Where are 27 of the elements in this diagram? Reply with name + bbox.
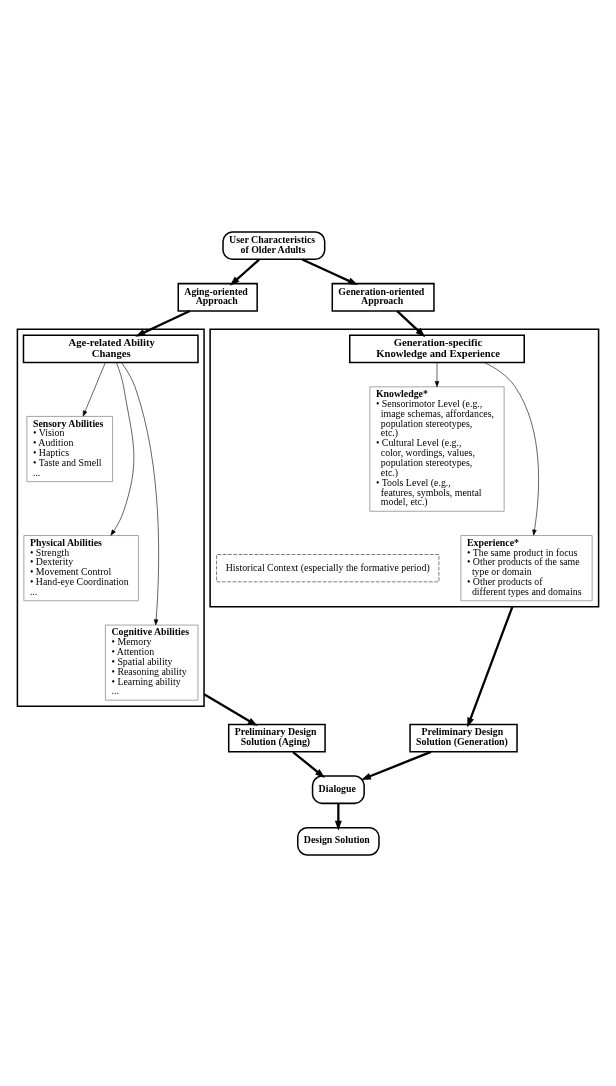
node-box: Preliminary Design Solution (Generation) xyxy=(409,723,518,753)
arrow xyxy=(121,361,159,625)
node-box: Cognitive Abilities • Memory • Attention • Spatial ability • Reasoning ability • Learning ability ... xyxy=(105,624,199,701)
arrow xyxy=(135,309,191,337)
arrow xyxy=(396,309,426,337)
arrow xyxy=(292,750,325,778)
arrow xyxy=(361,750,432,780)
label: Historical Context (especially the formative period) xyxy=(225,561,430,573)
arrow xyxy=(484,361,539,536)
node-box: Knowledge* • Sensorimotor Level (e.g., image schemas, affordances, population stereotypes, etc.) • Cultural Level (e.g., color, wordings, values, population stereotypes, etc.) • Tools Level (e.g., features, symbols, mental model, etc.) xyxy=(369,385,505,512)
node-box: Physical Abilities • Strength • Dexterity • Movement Control • Hand-eye Coordination ... xyxy=(23,534,139,601)
node-box: Design Solution xyxy=(297,826,380,856)
arrow xyxy=(82,361,106,416)
arrow xyxy=(301,257,358,285)
node-box: User Characteristics of Older Adults xyxy=(222,230,326,260)
node-box: Dialogue xyxy=(311,774,365,804)
arrow xyxy=(467,605,514,728)
node-box: Experience* • The same product in focus • Other products of the same type or domain • Other products of different types and domains xyxy=(460,534,593,601)
node-box: Generation-oriented Approach xyxy=(331,282,435,312)
node-box: Preliminary Design Solution (Aging) xyxy=(227,723,326,753)
arrow xyxy=(434,361,440,387)
arrow xyxy=(110,361,135,536)
arrow xyxy=(334,803,342,831)
arrow xyxy=(203,692,258,726)
node-box: Aging-oriented Approach xyxy=(177,282,258,312)
node-box: Sensory Abilities • Vision • Audition • Haptics • Taste and Smell ... xyxy=(26,415,113,482)
arrow xyxy=(229,258,260,286)
